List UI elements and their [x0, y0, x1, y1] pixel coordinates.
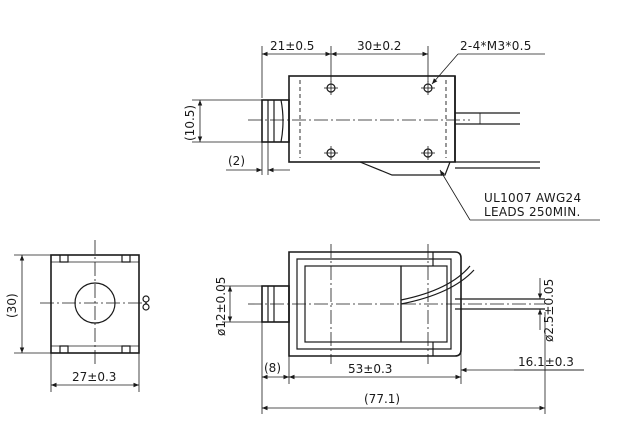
- screw-hole: [324, 81, 338, 95]
- side-frame-inner: [296, 258, 452, 350]
- screw-note-leader: [431, 53, 459, 85]
- lead-end-icon: [142, 295, 150, 303]
- end-view: (30) 27±0.3: [5, 240, 150, 392]
- dim-77-1-label: (77.1): [364, 392, 400, 406]
- dim-10-5-label: (10.5): [183, 105, 197, 141]
- dim-end-27-label: 27±0.3: [72, 370, 116, 384]
- screw-hole: [421, 81, 435, 95]
- dim-53-label: 53±0.3: [348, 362, 392, 376]
- dim-end-30-label: (30): [5, 293, 19, 318]
- dim-30-label: 30±0.2: [357, 39, 401, 53]
- dim-2-label: (2): [228, 154, 245, 168]
- screw-hole: [324, 146, 338, 160]
- dim-21-label: 21±0.5: [270, 39, 314, 53]
- top-view: 21±0.5 30±0.2 2-4*M3*0.5 (10.5) (2) UL10…: [183, 39, 600, 221]
- top-plunger-break: [280, 99, 284, 143]
- dim-12-label: ø12±0.05: [214, 277, 228, 336]
- top-lead-bracket: [359, 161, 451, 176]
- screw-hole: [421, 146, 435, 160]
- lead-end-icon: [142, 303, 150, 311]
- top-plunger: [261, 99, 290, 143]
- side-lead-wire: [400, 265, 471, 301]
- lead-note-line1: UL1007 AWG24: [484, 191, 581, 205]
- dim-16-1-label: 16.1±0.3: [518, 355, 574, 369]
- side-lead-wire: [400, 269, 475, 305]
- side-view: ø12±0.05 ø2.5±0.05 (8) 53±0.3 16.1±0.3 (…: [214, 244, 584, 414]
- dim-2-5-label: ø2.5±0.05: [542, 279, 556, 342]
- lead-note-line2: LEADS 250MIN.: [484, 205, 581, 219]
- lead-note-leader: [439, 169, 471, 221]
- screw-note: 2-4*M3*0.5: [460, 39, 532, 53]
- dim-8-label: (8): [264, 361, 281, 375]
